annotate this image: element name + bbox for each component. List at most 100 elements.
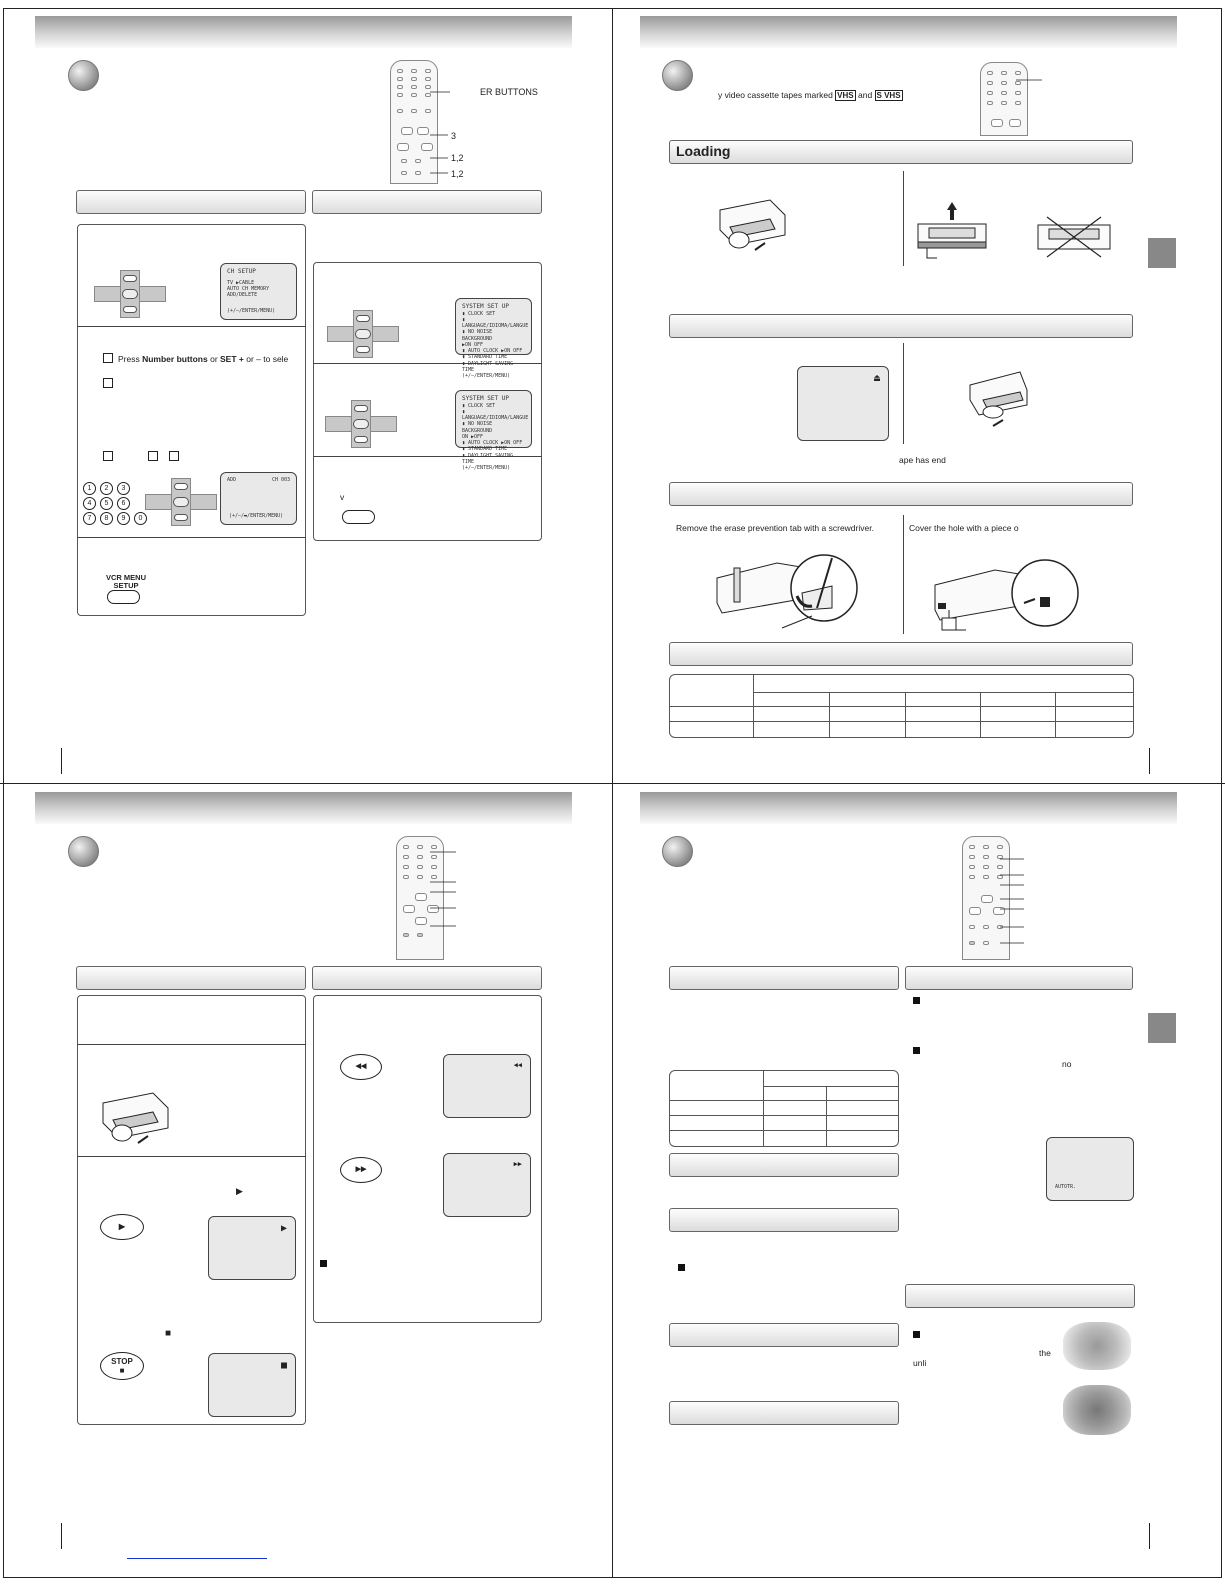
page-header-band	[35, 792, 572, 824]
eject-icon: ⏏	[873, 373, 880, 384]
step-checkbox-icon	[103, 353, 113, 363]
screen-line: ▮ STANDARD TIME	[462, 446, 508, 453]
screen-line: AUTO CH MEMORY	[227, 285, 270, 292]
callout-step-1-2: 1,2	[451, 153, 464, 163]
cassette-insert-illustration	[719, 199, 786, 251]
tv-screen-play: ▶	[208, 1216, 296, 1280]
page-number-mark	[61, 748, 62, 774]
step-divider	[313, 363, 542, 364]
screen-line: ▮ DAYLIGHT SAVING TIME	[462, 452, 514, 465]
erase-tab-removal-illustration	[716, 554, 858, 629]
bullet-square-icon	[913, 997, 920, 1004]
section-header-right	[905, 966, 1133, 990]
screen-line: TV ▶CABLE	[227, 279, 255, 286]
column-divider	[903, 171, 904, 266]
tape-speed-header	[669, 642, 1133, 666]
step-divider	[77, 1156, 306, 1157]
screen-line: ▮ STANDARD TIME	[462, 354, 508, 361]
tv-screen-add-channel: ADD CH 003 (+/–/▬/ENTER/MENU)	[220, 472, 297, 525]
column-divider	[903, 515, 904, 634]
tv-screen-system-setup: SYSTEM SET UP ▮ CLOCK SET ▮ LANGUAGE/IDI…	[455, 298, 532, 379]
section-header	[669, 1323, 899, 1347]
chapter-tab	[1148, 238, 1176, 268]
stop-symbol-text: ■	[165, 1328, 172, 1339]
remote-dpad-illustration	[327, 310, 399, 358]
section-header-left	[76, 966, 306, 990]
screen-line: ▮ NO NOISE BACKGROUND	[462, 421, 493, 434]
screen-line: ▮ DAYLIGHT SAVING TIME	[462, 360, 514, 373]
cover-hole-illustration	[934, 559, 1079, 631]
screen-add-label: ADD	[227, 477, 237, 483]
section-header-right	[312, 966, 542, 990]
bullet-square-icon	[678, 1264, 685, 1271]
screen-line: ON ▶OFF	[462, 433, 484, 440]
section-header	[905, 1284, 1135, 1308]
cassette-wrong-orientation-illustration	[1037, 216, 1111, 258]
screen-footer: (+/–/ENTER/MENU)	[462, 465, 511, 471]
vcr-menu-setup-button[interactable]	[107, 590, 140, 604]
tv-screen-stop: ■	[208, 1353, 296, 1417]
fast-forward-icon: ▶▶	[355, 1166, 367, 1173]
section-bullet-icon	[68, 836, 99, 867]
bullet-square-icon	[320, 1260, 327, 1267]
tape-speed-table	[669, 674, 1134, 738]
erase-prevention-header	[669, 482, 1133, 506]
screen-footer: (+/–/ENTER/MENU)	[227, 308, 276, 315]
page-divider-vertical	[612, 8, 613, 1578]
screen-title: SYSTEM SET UP	[462, 395, 509, 402]
screen-line: ▮ NO NOISE BACKGROUND	[462, 329, 493, 342]
step-divider	[77, 537, 306, 538]
callout-number-buttons: ER BUTTONS	[480, 87, 538, 97]
section-header	[669, 1208, 899, 1232]
screen-footer: (+/–/▬/ENTER/MENU)	[229, 512, 284, 519]
page-header-band	[35, 16, 572, 48]
section-header	[669, 1401, 899, 1425]
speed-table	[669, 1070, 899, 1147]
bullet-square-icon	[913, 1331, 920, 1338]
loading-header: Loading	[669, 140, 1133, 164]
screen-line: ▮ LANGUAGE/IDIOMA/LANGUE	[462, 408, 529, 421]
erase-tab-instruction: Remove the erase prevention tab with a s…	[676, 523, 874, 533]
page-divider-horizontal	[0, 783, 1225, 784]
callout-line	[1016, 79, 1042, 81]
ff-osd-icon: ▶▶	[513, 1160, 522, 1168]
play-button[interactable]: ▶	[100, 1214, 144, 1240]
remote-button-illustration[interactable]	[342, 510, 375, 524]
page-number-mark	[1149, 748, 1150, 774]
noisy-picture-image	[1063, 1385, 1131, 1435]
bullet-square-icon	[913, 1047, 920, 1054]
section-header	[669, 1153, 899, 1177]
text-fragment-no: no	[1062, 1059, 1072, 1069]
remote-control-illustration	[390, 60, 438, 184]
screen-line: ▮ AUTO CLOCK ▶ON OFF	[462, 440, 523, 446]
step-checkbox-icon	[169, 451, 179, 461]
step-divider	[77, 1044, 306, 1045]
autotr-label: AUTOTR.	[1055, 1183, 1077, 1190]
screen-title: CH SETUP	[227, 268, 256, 275]
remote-dpad-illustration	[94, 270, 166, 318]
rewind-button[interactable]: ◀◀	[340, 1054, 382, 1080]
clear-picture-image	[1063, 1322, 1131, 1370]
remote-control-illustration	[962, 836, 1010, 960]
fast-forward-button[interactable]: ▶▶	[340, 1157, 382, 1183]
stop-button[interactable]: STOP ■	[100, 1352, 144, 1380]
svhs-logo: S VHS	[874, 90, 903, 101]
stop-button-label: STOP	[111, 1357, 133, 1366]
section-header-left	[76, 190, 306, 214]
tv-screen-ch-setup: CH SETUP TV ▶CABLE AUTO CH MEMORY ADD/DE…	[220, 263, 297, 320]
stop-osd-icon: ■	[280, 1360, 287, 1371]
step-checkbox-icon	[103, 451, 113, 461]
tv-screen-autotracking: AUTOTR.	[1046, 1137, 1134, 1201]
screen-title: SYSTEM SET UP	[462, 303, 509, 310]
callout-step-1-2-b: 1,2	[451, 169, 464, 179]
section-bullet-icon	[662, 836, 693, 867]
screen-line: ▮ CLOCK SET	[462, 310, 496, 317]
screen-channel-number: CH 003	[271, 477, 290, 483]
page-number-mark	[61, 1523, 62, 1549]
step-checkbox-icon	[148, 451, 158, 461]
callout-lines	[430, 851, 456, 927]
vhs-logo: VHS	[835, 90, 856, 101]
tv-screen-fast-forward: ▶▶	[443, 1153, 531, 1217]
footer-link-underline[interactable]	[127, 1558, 267, 1559]
section-bullet-icon	[68, 60, 99, 91]
